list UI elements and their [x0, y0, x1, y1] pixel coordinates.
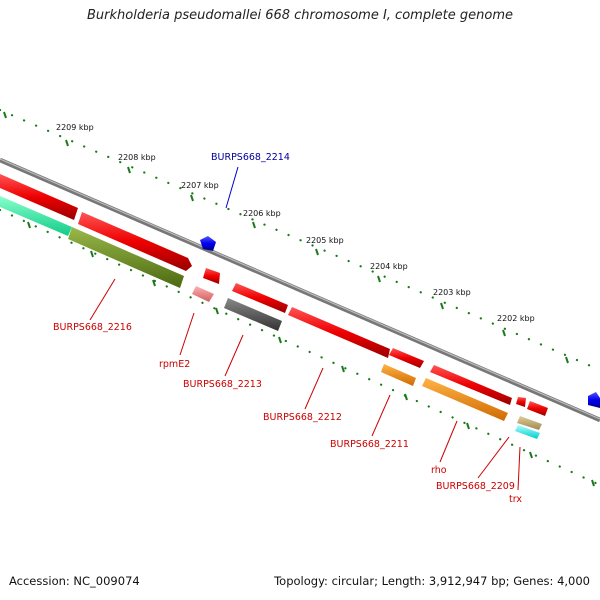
gene-red-2216-upper[interactable] — [78, 212, 192, 271]
scale-label: 2202 kbp — [497, 314, 535, 323]
gene-rpmE2[interactable] — [192, 286, 214, 302]
outer-scale-ring — [0, 108, 600, 372]
gene-burps668-2214[interactable] — [200, 236, 216, 251]
callout-lines — [89, 166, 521, 491]
gene-blue-edge[interactable] — [588, 392, 600, 408]
scale-label: 2205 kbp — [306, 236, 344, 245]
gene-rpmE2-arrow[interactable] — [203, 268, 220, 284]
accession-info: Accession: NC_009074 — [9, 574, 140, 588]
gene-trx[interactable] — [515, 425, 540, 439]
inner-scale-ring — [0, 208, 600, 487]
scale-label: 2209 kbp — [56, 123, 94, 132]
map-title: Burkholderia pseudomallei 668 chromosome… — [86, 8, 514, 23]
outer-scale-major-ticks — [3, 111, 569, 364]
scale-label: 2206 kbp — [243, 209, 281, 218]
gene-red-left[interactable] — [0, 174, 78, 220]
gene-burps668-2213[interactable] — [224, 298, 282, 331]
gene-red-2213-upper[interactable] — [232, 283, 288, 313]
gene-label: BURPS668_2212 — [263, 412, 342, 423]
gene-teal[interactable] — [0, 196, 72, 236]
scale-label: 2207 kbp — [181, 181, 219, 190]
gene-red-2212[interactable] — [288, 307, 390, 358]
topology-info: Topology: circular; Length: 3,912,947 bp… — [274, 574, 590, 588]
gene-label: trx — [509, 494, 522, 505]
gene-red-small-a[interactable] — [516, 397, 526, 407]
gene-red-rho-upper[interactable] — [430, 365, 512, 405]
gene-burps668-2216[interactable] — [68, 227, 184, 288]
gene-label: rho — [431, 465, 447, 476]
gene-label: BURPS668_2216 — [53, 322, 132, 333]
gene-label: BURPS668_2214 — [211, 152, 290, 163]
gene-rho[interactable] — [422, 378, 508, 421]
gene-red-2211-upper[interactable] — [389, 348, 424, 368]
gene-label: BURPS668_2213 — [183, 379, 262, 390]
gene-label: BURPS668_2211 — [330, 439, 409, 450]
gene-label: BURPS668_2209 — [436, 481, 515, 492]
inner-scale-major-ticks — [27, 221, 595, 487]
gene-burps668-2209[interactable] — [517, 416, 542, 430]
scale-label: 2208 kbp — [118, 153, 156, 162]
gene-red-small-b[interactable] — [527, 401, 548, 416]
scale-label: 2203 kbp — [433, 288, 471, 297]
gene-burps668-2211[interactable] — [381, 364, 416, 386]
genome-backbone — [0, 157, 600, 423]
scale-label: 2204 kbp — [370, 262, 408, 271]
gene-label: rpmE2 — [159, 359, 190, 370]
